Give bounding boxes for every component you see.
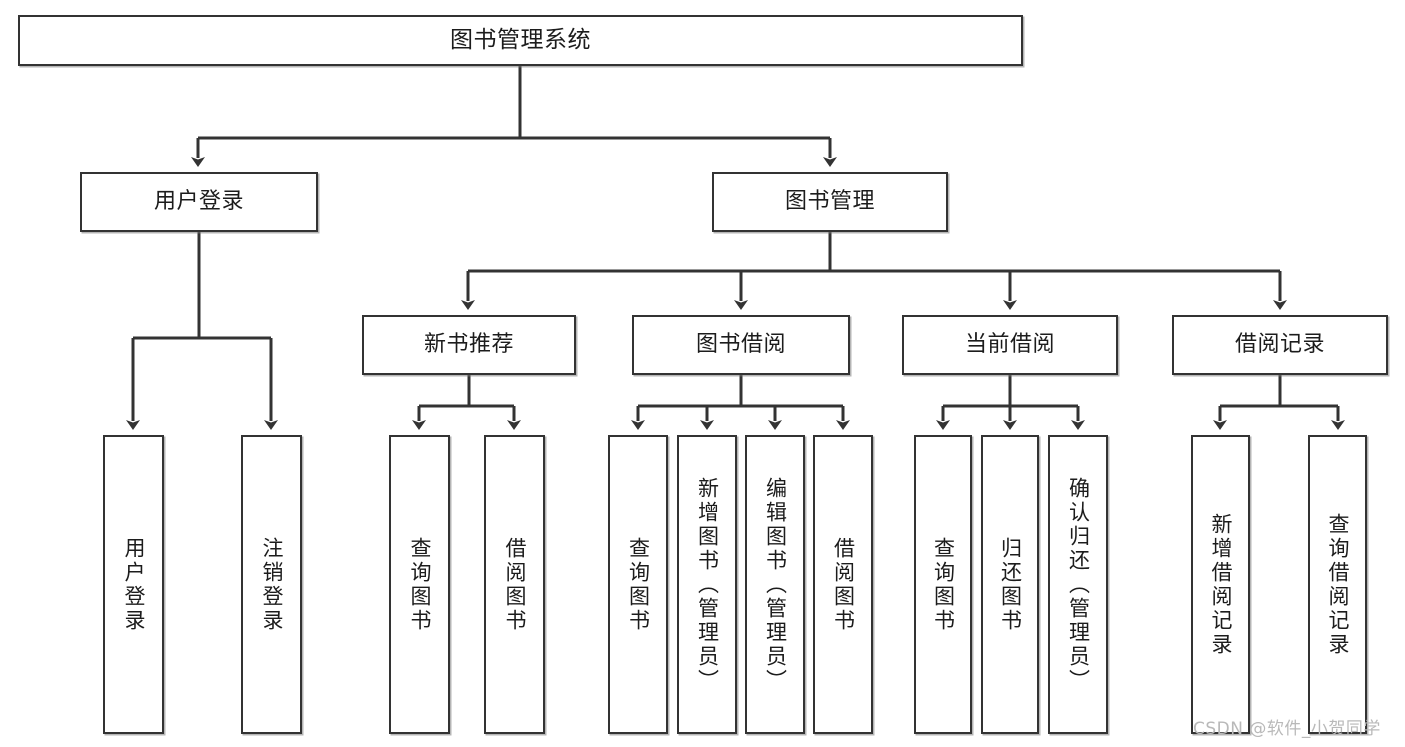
node-label: 查询图书 bbox=[931, 536, 956, 633]
node-root-system[interactable]: 图书管理系统 bbox=[18, 15, 1023, 66]
node-label: 借阅记录 bbox=[1234, 332, 1325, 358]
node-leaf-borrow-book[interactable]: 借阅图书 bbox=[813, 435, 873, 734]
node-label: 用户登录 bbox=[153, 189, 244, 215]
node-leaf-add-borrow-record[interactable]: 新增借阅记录 bbox=[1191, 435, 1250, 734]
node-leaf-confirm-return-admin[interactable]: 确认归还（管理员） bbox=[1048, 435, 1108, 734]
node-label: 编辑图书（管理员） bbox=[763, 476, 788, 693]
node-label: 借阅图书 bbox=[831, 536, 856, 633]
node-label: 借阅图书 bbox=[503, 536, 527, 633]
node-label: 新增图书（管理员） bbox=[695, 476, 720, 693]
node-borrow-record[interactable]: 借阅记录 bbox=[1172, 315, 1388, 375]
node-label: 新增借阅记录 bbox=[1209, 512, 1233, 657]
node-label: 新书推荐 bbox=[423, 332, 514, 358]
node-label: 用户登录 bbox=[122, 536, 146, 633]
node-leaf-query-borrow-record[interactable]: 查询借阅记录 bbox=[1308, 435, 1367, 734]
node-current-borrow[interactable]: 当前借阅 bbox=[902, 315, 1118, 375]
node-label: 图书管理系统 bbox=[450, 26, 591, 53]
node-label: 注销登录 bbox=[260, 536, 284, 633]
node-label: 查询图书 bbox=[626, 536, 651, 633]
node-leaf-edit-book-admin[interactable]: 编辑图书（管理员） bbox=[745, 435, 805, 734]
node-leaf-add-book-admin[interactable]: 新增图书（管理员） bbox=[677, 435, 737, 734]
node-leaf-query-book-current[interactable]: 查询图书 bbox=[914, 435, 972, 734]
node-leaf-borrow-book-recommend[interactable]: 借阅图书 bbox=[484, 435, 545, 734]
node-label: 当前借阅 bbox=[964, 332, 1055, 358]
node-label: 查询借阅记录 bbox=[1326, 512, 1350, 657]
node-label: 查询图书 bbox=[408, 536, 432, 633]
node-leaf-query-book-recommend[interactable]: 查询图书 bbox=[389, 435, 450, 734]
node-leaf-logout[interactable]: 注销登录 bbox=[241, 435, 302, 734]
node-leaf-query-book-borrow[interactable]: 查询图书 bbox=[608, 435, 668, 734]
node-leaf-user-login[interactable]: 用户登录 bbox=[103, 435, 164, 734]
node-user-login[interactable]: 用户登录 bbox=[80, 172, 318, 232]
node-leaf-return-book[interactable]: 归还图书 bbox=[981, 435, 1039, 734]
csdn-watermark: CSDN @软件_小贺同学 bbox=[1193, 719, 1381, 739]
node-label: 确认归还（管理员） bbox=[1066, 476, 1091, 693]
node-label: 归还图书 bbox=[998, 536, 1023, 633]
node-book-manage[interactable]: 图书管理 bbox=[712, 172, 948, 232]
node-label: 图书借阅 bbox=[695, 332, 786, 358]
node-book-borrow[interactable]: 图书借阅 bbox=[632, 315, 850, 375]
node-new-book-recommend[interactable]: 新书推荐 bbox=[362, 315, 576, 375]
node-label: 图书管理 bbox=[784, 189, 875, 215]
